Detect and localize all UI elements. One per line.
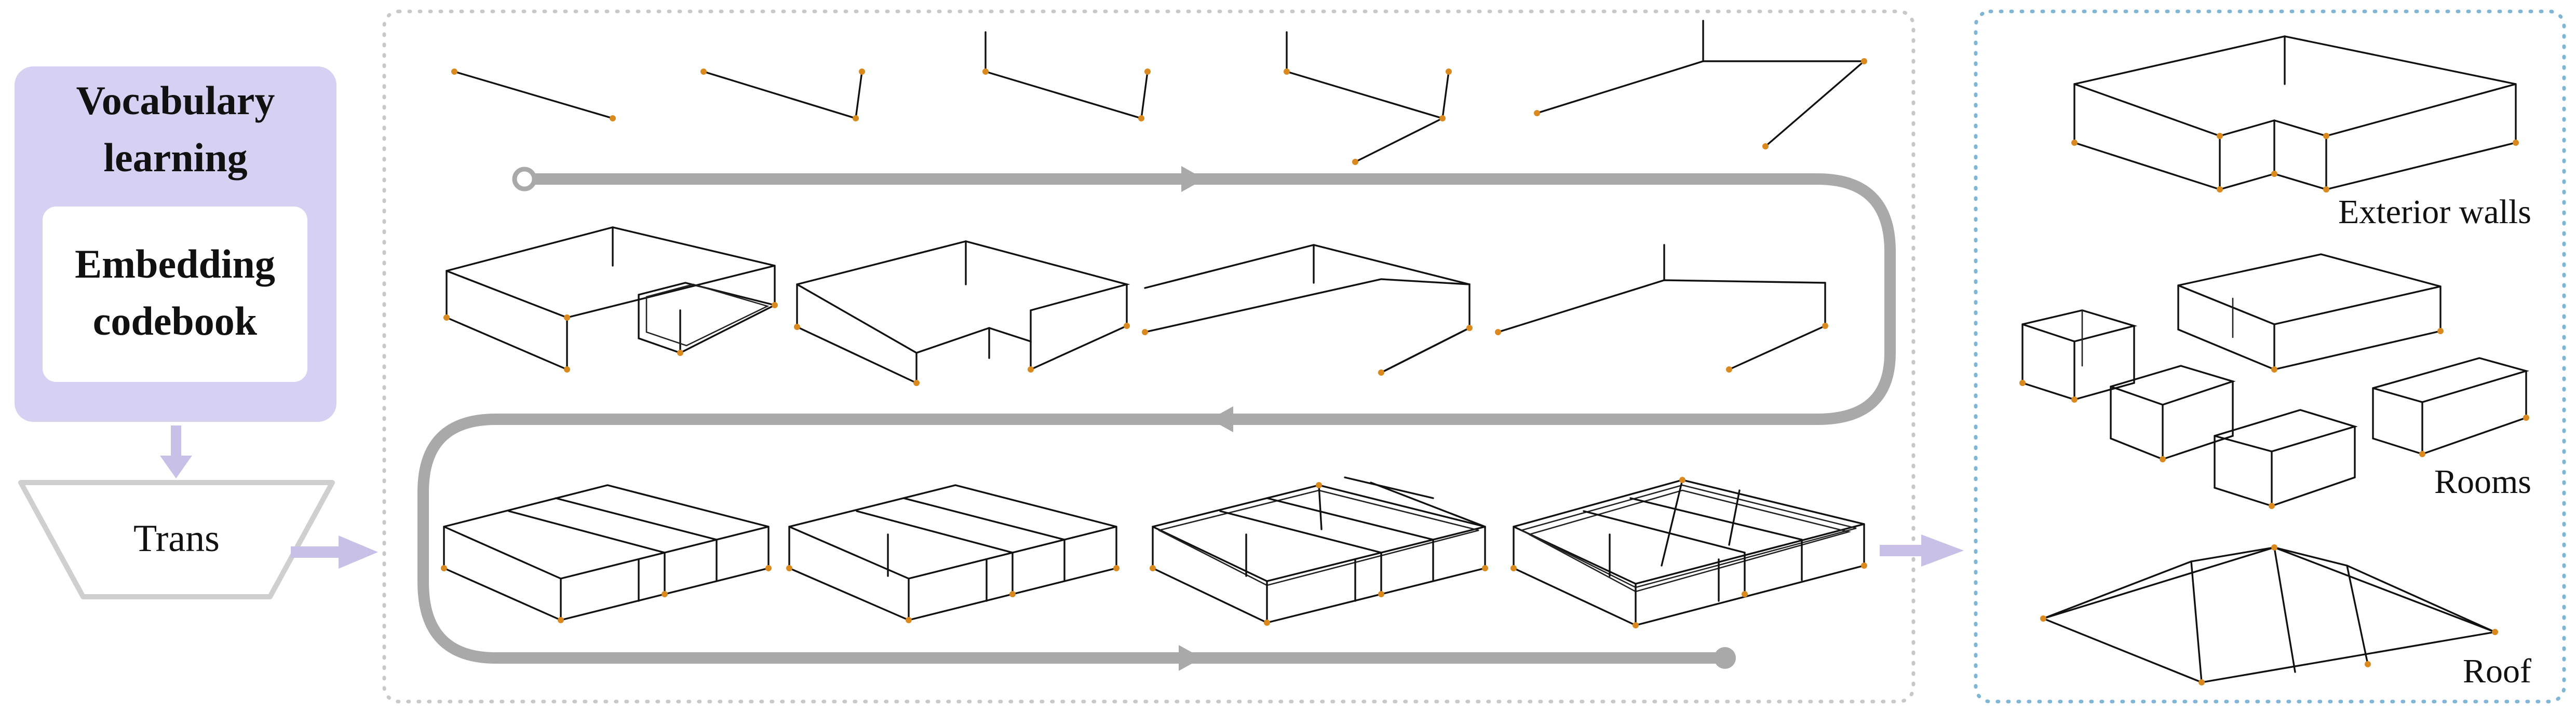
row3-step3 [1150, 476, 1488, 626]
row3-step2 [786, 484, 1120, 623]
vocabulary-title-line1: Vocabulary [76, 78, 275, 123]
flow-arrow-row1 [1181, 166, 1205, 192]
row2-step1 [443, 226, 778, 373]
row1-step3 [982, 31, 1151, 121]
roof-model [2040, 544, 2499, 685]
row2-step4 [1495, 244, 1828, 373]
embedding-line1: Embedding [75, 241, 275, 286]
flow-end-marker [1714, 647, 1736, 669]
row2-step2 [794, 240, 1130, 386]
rooms-label: Rooms [2434, 463, 2531, 501]
flow-path [417, 166, 1896, 671]
trans-trapezoid [18, 480, 335, 599]
row3-step1 [441, 484, 772, 623]
vocabulary-title-line2: learning [103, 135, 247, 180]
row1-step1 [451, 68, 616, 121]
row2-step3 [1142, 244, 1473, 376]
flow-arrow-row3 [1179, 645, 1202, 671]
flow-start-marker [512, 167, 537, 191]
exterior-walls-model [2071, 35, 2519, 193]
row1-step5 [1534, 20, 1867, 149]
exterior-walls-label: Exterior walls [2338, 193, 2531, 231]
generation-panel [382, 9, 1916, 704]
row1-step2 [700, 68, 865, 121]
trans-label: Trans [133, 517, 220, 560]
row1-step4 [1284, 31, 1452, 165]
flow-arrow-row2 [1210, 406, 1233, 432]
vocabulary-learning-block: Vocabulary learning Embedding codebook [15, 66, 336, 422]
embedding-codebook-box [43, 207, 307, 382]
right-arrow-icon [291, 536, 378, 569]
codebook-line2: codebook [93, 298, 258, 344]
row3-step4 [1510, 477, 1867, 628]
right-arrow-icon-2 [1880, 534, 1964, 567]
result-panel [1974, 9, 2566, 704]
rooms-model [2019, 253, 2530, 509]
down-arrow-icon [160, 425, 192, 478]
trans-block: Trans [18, 480, 335, 599]
roof-label: Roof [2463, 652, 2531, 690]
